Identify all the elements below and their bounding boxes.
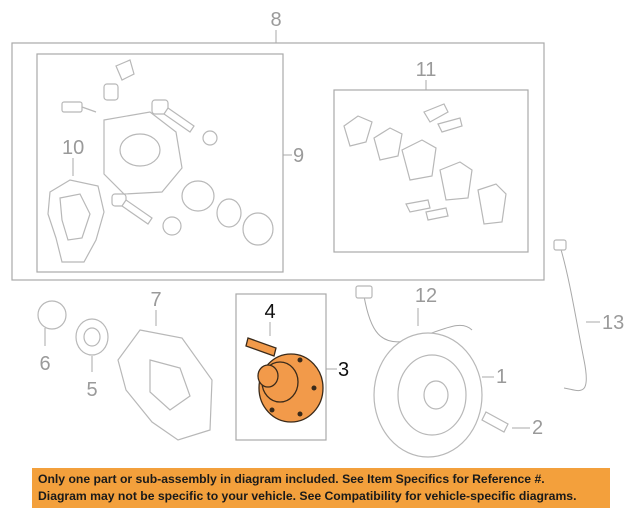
guide-bolt-lower (121, 199, 153, 225)
stud-hole-4 (269, 407, 275, 413)
pad-shim-1 (343, 115, 373, 147)
callout-9[interactable]: 9 (293, 145, 304, 167)
callout-2[interactable]: 2 (532, 417, 543, 439)
brake-pad-box (333, 89, 529, 253)
callout-3[interactable]: 3 (338, 359, 349, 381)
callout-10[interactable]: 10 (62, 137, 84, 159)
caliper-bore (119, 133, 161, 167)
hub-center (257, 364, 279, 388)
piston (181, 180, 215, 212)
brake-pad-outer (439, 161, 473, 201)
callout-13[interactable]: 13 (602, 312, 624, 334)
callout-4[interactable]: 4 (264, 301, 275, 323)
guide-pin-head (151, 99, 169, 115)
guide-bolt-upper (61, 101, 83, 113)
stud-hole-3 (297, 411, 303, 417)
caliper-bracket-inner (59, 193, 91, 241)
bleeder-clip (115, 59, 135, 81)
callout-12[interactable]: 12 (415, 285, 437, 307)
pin-boot (202, 130, 218, 146)
callout-5[interactable]: 5 (86, 379, 97, 401)
guide-pin (163, 107, 195, 133)
caliper-box (36, 53, 284, 273)
dust-shield-recess (149, 359, 191, 411)
brake-pad-inner (401, 139, 437, 181)
guide-boot-lower (162, 216, 182, 236)
callout-1[interactable]: 1 (496, 366, 507, 388)
pad-shim-2 (373, 127, 403, 161)
wheel-bearing-bore (83, 327, 101, 347)
callout-6[interactable]: 6 (39, 353, 50, 375)
abs-sensor-cable (559, 245, 587, 392)
pad-clip-3 (405, 199, 431, 213)
callout-8[interactable]: 8 (270, 9, 281, 31)
disclaimer-banner: Only one part or sub-assembly in diagram… (32, 468, 610, 508)
rotor-screw (481, 411, 509, 433)
hub-assembly-box (235, 293, 327, 441)
pad-shim-3 (477, 183, 507, 225)
pad-clip-1 (423, 103, 449, 123)
piston-seal (216, 198, 242, 228)
banner-line-1: Only one part or sub-assembly in diagram… (38, 472, 545, 486)
stud-hole-2 (311, 385, 317, 391)
dust-boot (242, 212, 274, 246)
guide-bolt-upper-shank (81, 106, 97, 113)
abs-sensor-plug (553, 239, 567, 251)
bleeder-screw (103, 83, 119, 101)
pad-clip-2 (437, 117, 463, 133)
abs-connector-upper (355, 285, 373, 299)
caliper-pad-group-frame (11, 42, 545, 281)
callout-7[interactable]: 7 (150, 289, 161, 311)
banner-line-2: Diagram may not be specific to your vehi… (38, 489, 577, 503)
callout-11[interactable]: 11 (416, 59, 437, 81)
stud-hole-1 (297, 357, 303, 363)
pad-clip-4 (425, 207, 449, 221)
snap-ring (37, 300, 67, 330)
wheel-stud (245, 337, 277, 357)
rotor-center (423, 380, 449, 410)
